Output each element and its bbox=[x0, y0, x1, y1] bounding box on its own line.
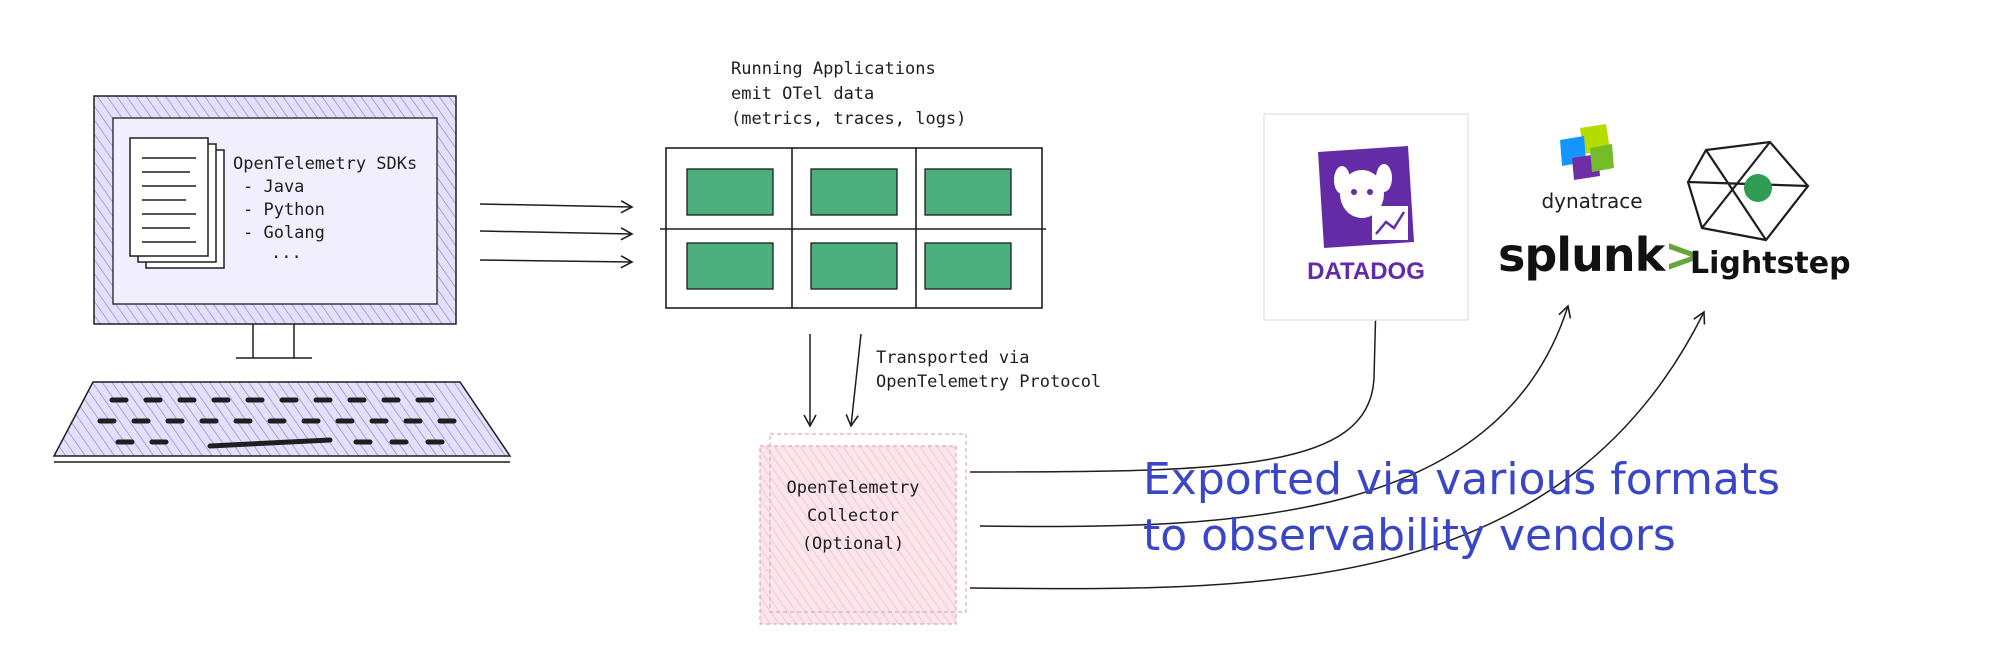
transport-caption-line-2: OpenTelemetry Protocol bbox=[876, 372, 1102, 392]
splunk-wordmark-text: splunk bbox=[1498, 228, 1665, 282]
lightstep-logo bbox=[1686, 140, 1810, 242]
applications-caption-line-1: Running Applications bbox=[731, 59, 936, 79]
collector-label-line-3: (Optional) bbox=[801, 534, 905, 554]
splunk-wordmark: splunk> bbox=[1498, 228, 1703, 282]
dynatrace-logo bbox=[1560, 124, 1614, 180]
computer-illustration bbox=[52, 95, 512, 463]
collector-label-line-1: OpenTelemetry bbox=[786, 478, 920, 498]
sdk-language-more: ... bbox=[271, 243, 302, 263]
sdk-language-java: - Java bbox=[243, 177, 305, 197]
app-tile bbox=[686, 168, 1012, 290]
export-caption-line-2: to observability vendors bbox=[1143, 510, 1676, 561]
export-arrows bbox=[969, 300, 1706, 590]
lightstep-dot bbox=[1744, 174, 1772, 202]
app-to-collector-arrows bbox=[803, 333, 862, 428]
keyboard-illustration bbox=[52, 381, 512, 463]
lightstep-wordmark: Lightstep bbox=[1690, 246, 1851, 281]
dog-icon bbox=[1334, 164, 1408, 240]
sdk-language-python: - Python bbox=[243, 200, 325, 220]
collector-label: OpenTelemetry Collector (Optional) bbox=[758, 474, 948, 558]
documents-icon bbox=[129, 137, 225, 269]
datadog-wordmark: DATADOG bbox=[1307, 258, 1425, 285]
collector-label-line-2: Collector bbox=[806, 506, 900, 526]
datadog-logo bbox=[1263, 113, 1469, 321]
applications-caption-line-2: emit OTel data bbox=[731, 84, 875, 104]
splunk-chevron-icon: > bbox=[1664, 228, 1703, 282]
dynatrace-wordmark: dynatrace bbox=[1541, 189, 1642, 213]
applications-caption-line-3: (metrics, traces, logs) bbox=[731, 109, 967, 129]
sdk-to-app-arrows bbox=[479, 200, 634, 269]
export-caption: Exported via various formats to observab… bbox=[1143, 452, 1780, 564]
sdk-title: OpenTelemetry SDKs bbox=[233, 154, 418, 174]
sdk-language-golang: - Golang bbox=[243, 223, 325, 243]
applications-grid bbox=[660, 147, 1046, 309]
transport-caption-line-1: Transported via bbox=[876, 348, 1030, 368]
collector-box bbox=[759, 433, 967, 625]
export-caption-line-1: Exported via various formats bbox=[1143, 454, 1780, 505]
